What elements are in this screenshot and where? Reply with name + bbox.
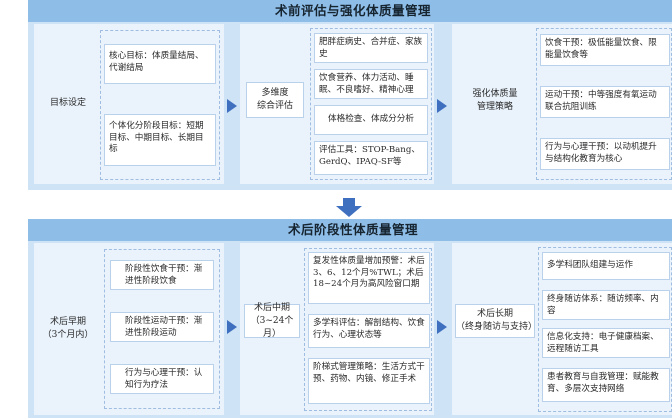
arrow-right-icon <box>227 320 237 334</box>
post-early-label: 术后早期 （3个月内） <box>42 317 94 340</box>
pre-strategy-item-1: 饮食干预：极低能量饮食、限能量饮食等 <box>540 34 670 66</box>
pre-goal-item-1: 核心目标：体质量结局、代谢结局 <box>104 44 216 84</box>
arrow-right-icon <box>227 99 237 113</box>
arrow-down-icon <box>336 206 362 217</box>
post-mid-group <box>304 248 432 411</box>
pre-goal-group <box>100 30 220 180</box>
post-long-item-1: 多学科团队组建与运作 <box>542 252 670 280</box>
post-long-item-4: 患者教育与自我管理：赋能教育、多层次支持网络 <box>542 368 670 402</box>
post-long-item-2: 终身随访体系：随访频率、内容 <box>542 290 670 320</box>
pre-goal-item-2: 个体化分阶段目标：短期目标、中期目标、长期目标 <box>104 114 216 166</box>
post-early-item-3: 行为与心理干预：认知行为疗法 <box>110 364 214 394</box>
pre-assessment-group <box>310 28 432 180</box>
post-early-item-2: 阶段性运动干预：渐进性阶段运动 <box>110 312 214 342</box>
post-early-item-1: 阶段性饮食干预：渐进性阶段饮食 <box>110 260 214 290</box>
arrow-right-icon <box>437 320 447 334</box>
pre-assessment-item-1: 肥胖症病史、合并症、家族史 <box>314 33 428 63</box>
post-mid-item-1: 复发性体质量增加预警：术后3、6、12个月%TWL；术后18~24个月为高风险窗… <box>308 252 430 304</box>
pre-op-title: 术前评估与强化体质量管理 <box>28 0 672 22</box>
pre-assessment-label: 多维度 综合评估 <box>246 82 304 118</box>
post-early-group <box>104 249 220 409</box>
post-mid-label: 术后中期 （3~24个月） <box>244 303 300 339</box>
pre-assessment-item-4: 评估工具：STOP-Bang、GerdQ、IPAQ-SF等 <box>314 141 428 175</box>
post-mid-item-3: 阶梯式管理策略：生活方式干预、药物、内镜、修正手术 <box>308 358 430 404</box>
pre-strategy-item-3: 行为与心理干预：以动机提升与结构化教育为核心 <box>540 138 670 170</box>
arrow-right-icon <box>437 99 447 113</box>
pre-assessment-item-3: 体格检查、体成分分析 <box>314 105 428 135</box>
post-long-item-3: 信息化支持：电子健康档案、远程随访工具 <box>542 328 670 358</box>
pre-strategy-item-2: 运动干预：中等强度有氧运动联合抗阻训练 <box>540 86 670 118</box>
post-long-label: 术后长期 （终身随访与支持） <box>455 304 537 338</box>
post-mid-item-2: 多学科评估：解剖结构、饮食行为、心理状态等 <box>308 314 430 348</box>
pre-strategy-label: 强化体质量 管理策略 <box>472 89 518 112</box>
arrow-down-stem <box>343 198 355 206</box>
pre-goal-setting-label: 目标设定 <box>49 97 86 108</box>
post-op-title: 术后阶段性体质量管理 <box>28 219 672 241</box>
pre-assessment-item-2: 饮食营养、体力活动、睡眠、不良嗜好、精神心理 <box>314 69 428 99</box>
